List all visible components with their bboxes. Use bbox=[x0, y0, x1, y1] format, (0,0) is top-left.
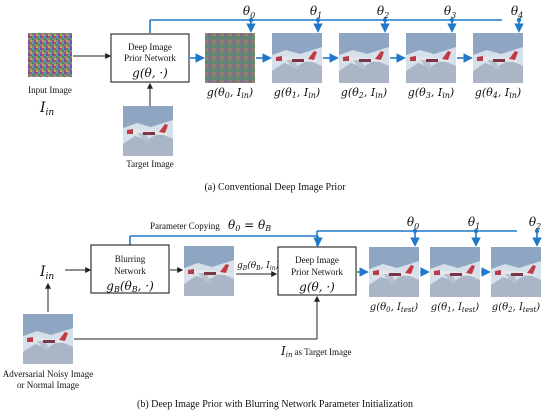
param-copy-label: Parameter Copying bbox=[150, 221, 220, 231]
network-func-a: g(θ, ·) bbox=[132, 66, 168, 80]
output-label-top-3: g(θ3, Iin) bbox=[408, 86, 454, 100]
theta-label-top-3: θ3 bbox=[444, 4, 456, 20]
theta-node-top-4 bbox=[516, 17, 522, 23]
param-copy-eq: θ0 = θB bbox=[228, 218, 271, 233]
output-label-bottom-0: g(θ0, Itest) bbox=[370, 302, 418, 314]
theta-node-bottom-2 bbox=[534, 228, 540, 234]
output-image-top-4 bbox=[473, 33, 523, 83]
output-image-top-3 bbox=[406, 33, 456, 83]
output-label-top-0: g(θ0, Iin) bbox=[207, 86, 253, 100]
output-image-top-0 bbox=[205, 33, 255, 83]
theta-label-top-4: θ4 bbox=[511, 4, 523, 20]
adv-label-line2: or Normal Image bbox=[17, 380, 79, 390]
output-image-top-1 bbox=[272, 33, 322, 83]
theta-label-bottom-0: θ0 bbox=[407, 215, 419, 231]
outputs-a: θ0 g(θ0, Iin) θ1 g(θ1, Iin) θ2 g(θ2, Iin) θ3 g(… bbox=[205, 4, 524, 100]
output-image-bottom-0 bbox=[369, 247, 419, 297]
output-label-top-1: g(θ1, Iin) bbox=[274, 86, 320, 100]
output-label-bottom-2: g(θ2, Itest) bbox=[492, 302, 540, 314]
theta-label-bottom-2: θ2 bbox=[529, 215, 541, 231]
theta-node-top-2 bbox=[382, 17, 388, 23]
network-title-line2-b: Prior Network bbox=[291, 267, 343, 277]
blur-network-box bbox=[90, 244, 170, 294]
theta-node-top-3 bbox=[449, 17, 455, 23]
param-copy-label-bg bbox=[148, 218, 298, 232]
panel-b: Parameter Copying θ0 = θB Iin Blurring N… bbox=[3, 215, 542, 410]
theta-node-top-1 bbox=[315, 17, 321, 23]
network-func-b: g(θ, ·) bbox=[299, 280, 335, 294]
output-label-top-2: g(θ2, Iin) bbox=[341, 86, 387, 100]
input-image-symbol: Iin bbox=[39, 100, 54, 118]
network-title-line2-a: Prior Network bbox=[124, 53, 176, 63]
output-image-bottom-1 bbox=[430, 247, 480, 297]
blur-output-label: gB(θB, Iin) bbox=[237, 260, 280, 272]
adv-label-line1: Adversarial Noisy Image bbox=[3, 369, 93, 379]
blur-func: gB(θB, ·) bbox=[106, 279, 154, 294]
caption-a: (a) Conventional Deep Image Prior bbox=[204, 182, 346, 193]
network-title-line1-b: Deep Image bbox=[295, 255, 339, 265]
output-image-bottom-2 bbox=[491, 247, 541, 297]
panel-a: Input Image Iin Deep Image Prior Network… bbox=[28, 4, 524, 193]
blur-output-image bbox=[184, 246, 234, 296]
output-image-top-2 bbox=[339, 33, 389, 83]
network-title-line1-a: Deep Image bbox=[128, 42, 172, 52]
network-box-b bbox=[277, 246, 357, 296]
input-symbol-b: Iin bbox=[39, 264, 54, 282]
outputs-b: θ0 g(θ0, Itest) θ1 g(θ1, Itest) θ2 g(θ2, Ites… bbox=[369, 215, 542, 314]
blur-title-line2: Network bbox=[114, 266, 146, 276]
target-image-a bbox=[123, 106, 173, 156]
output-label-bottom-1: g(θ1, Itest) bbox=[431, 302, 479, 314]
output-label-top-4: g(θ4, Iin) bbox=[475, 86, 521, 100]
blur-title-line1: Blurring bbox=[115, 254, 146, 264]
input-noise-image bbox=[28, 33, 72, 77]
input-image-label: Input Image bbox=[28, 85, 72, 95]
theta-node-bottom-1 bbox=[473, 228, 479, 234]
theta-label-top-2: θ2 bbox=[377, 4, 389, 20]
adversarial-image bbox=[23, 314, 73, 364]
theta-label-bottom-1: θ1 bbox=[468, 215, 480, 231]
target-image-label-a: Target Image bbox=[126, 159, 173, 169]
network-box-a bbox=[110, 33, 190, 83]
caption-b: (b) Deep Image Prior with Blurring Netwo… bbox=[137, 399, 413, 410]
theta-label-top-1: θ1 bbox=[310, 4, 322, 20]
theta-label-top-0: θ0 bbox=[243, 4, 255, 20]
theta-node-bottom-0 bbox=[412, 228, 418, 234]
theta-node-top-0 bbox=[248, 17, 254, 23]
